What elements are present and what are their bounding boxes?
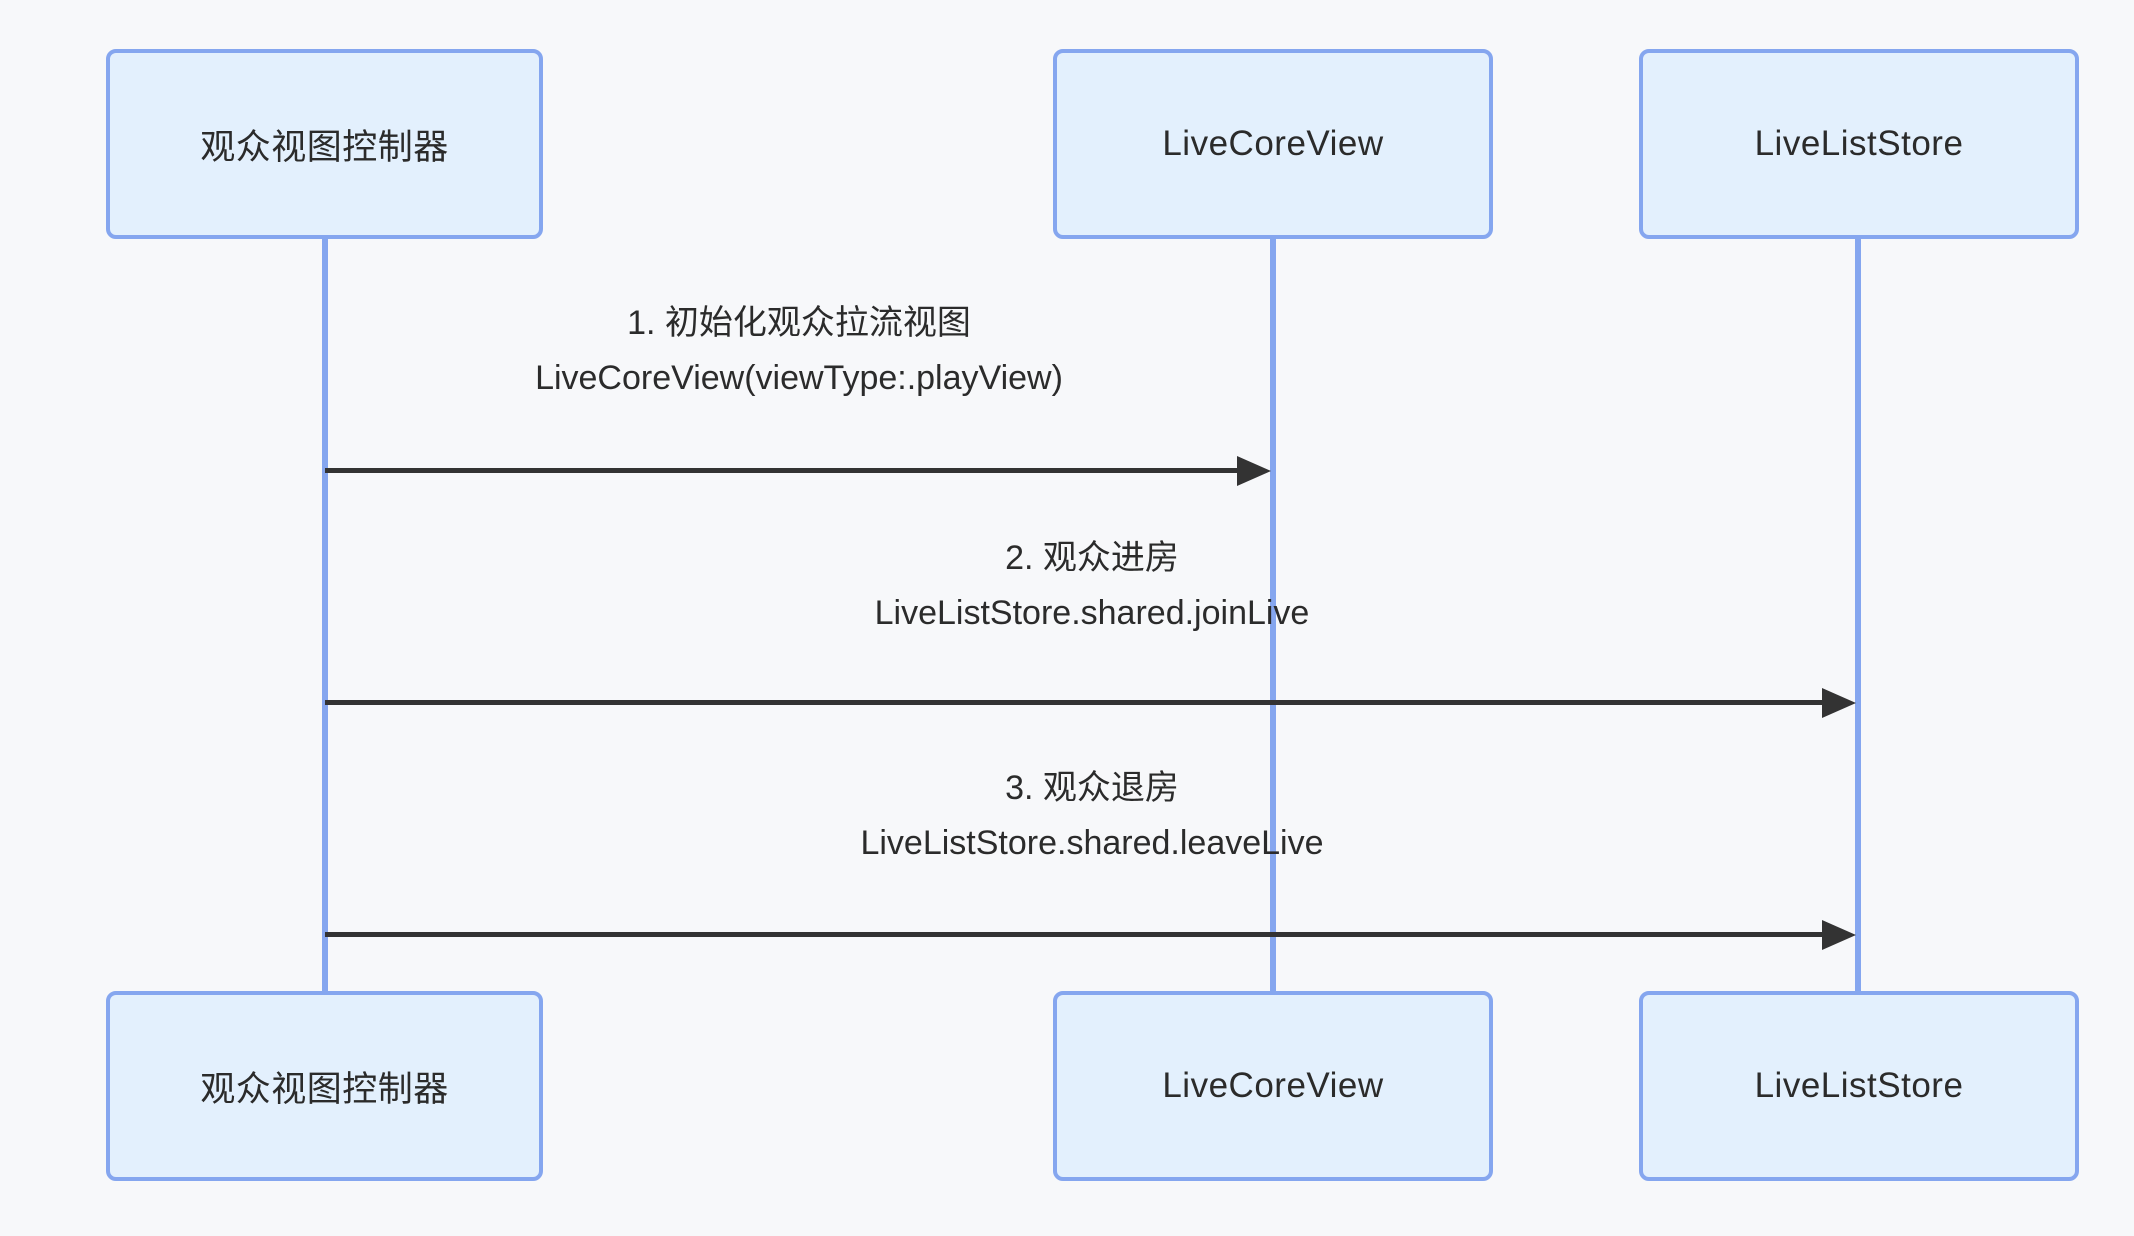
message-2-line-2: LiveListStore.shared.joinLive [874,594,1310,632]
message-1-arrow [325,468,1238,473]
actor-label: LiveListStore [1754,124,1964,163]
actor-box-top-viewer-controller: 观众视图控制器 [106,49,543,239]
actor-label: 观众视图控制器 [200,1069,449,1109]
actor-box-bottom-liveliststore: LiveListStore [1639,991,2079,1181]
lifeline-liveliststore [1855,239,1861,991]
message-1-label: 1. 初始化观众拉流视图 LiveCoreView(viewType:.play… [535,296,1063,406]
actor-label: LiveListStore [1754,1066,1964,1105]
actor-box-top-livecoreview: LiveCoreView [1053,49,1493,239]
message-2-arrowhead-icon [1822,688,1856,718]
actor-box-top-liveliststore: LiveListStore [1639,49,2079,239]
message-2-label: 2. 观众进房 LiveListStore.shared.joinLive [875,531,1310,641]
actor-box-bottom-viewer-controller: 观众视图控制器 [106,991,543,1181]
lifeline-livecoreview [1270,239,1276,991]
message-1-line-2: LiveCoreView(viewType:.playView) [535,359,1063,397]
message-3-line-2: LiveListStore.shared.leaveLive [860,824,1324,862]
message-2-line-1: 2. 观众进房 [1005,539,1179,577]
actor-label: LiveCoreView [1162,124,1384,163]
actor-label: 观众视图控制器 [200,127,449,167]
message-2-arrow [325,700,1824,705]
message-1-arrowhead-icon [1237,456,1271,486]
message-3-line-1: 3. 观众退房 [1005,769,1179,807]
message-3-arrowhead-icon [1822,920,1856,950]
lifeline-viewer-controller [322,239,328,991]
message-3-label: 3. 观众退房 LiveListStore.shared.leaveLive [860,761,1323,871]
message-3-arrow [325,932,1824,937]
actor-label: LiveCoreView [1162,1066,1384,1105]
message-1-line-1: 1. 初始化观众拉流视图 [627,304,971,342]
actor-box-bottom-livecoreview: LiveCoreView [1053,991,1493,1181]
